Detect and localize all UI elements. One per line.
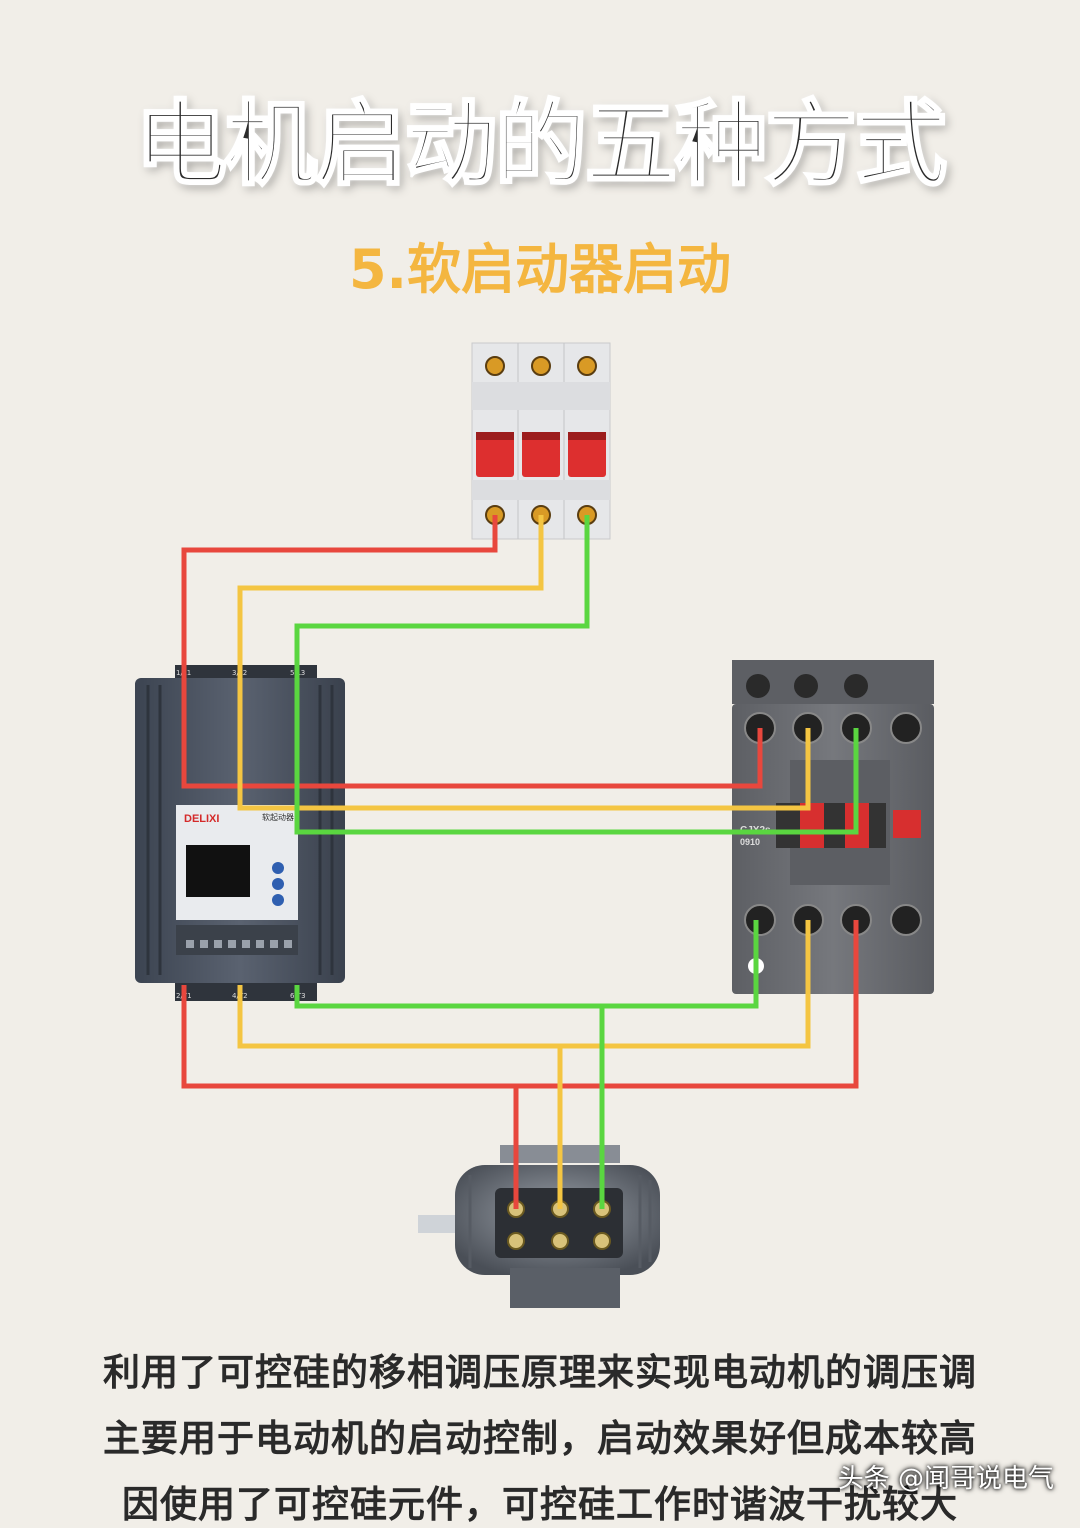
contactor-code: 0910	[740, 837, 760, 847]
page-title: 电机启动的五种方式	[133, 90, 948, 200]
wire-t1-to-contactor-out	[181, 920, 859, 1089]
wire-l2-bypass-to-contactor	[237, 680, 811, 811]
soft-starter: DELIXI 软起动器 1/L1 3/L2 5/L3 2/T1 4/T2 6/T…	[135, 665, 345, 1001]
wire-l1-breaker-to-softstarter	[181, 515, 498, 680]
wire-l1-bypass-to-contactor	[181, 680, 763, 789]
contactor: CJX2s 0910	[732, 660, 934, 994]
page-subtitle: 5.软启动器启动	[348, 238, 732, 301]
wire-l2-breaker-to-softstarter	[237, 515, 544, 680]
description-line-2: 主要用于电动机的启动控制，启动效果好但成本较高	[103, 1417, 977, 1460]
circuit-breaker	[471, 342, 611, 540]
wire-t3-to-contactor-out	[294, 920, 759, 1009]
watermark: 头条 @闻哥说电气	[837, 1464, 1054, 1494]
motor	[418, 1145, 660, 1308]
softstarter-brand: DELIXI	[184, 813, 219, 825]
softstarter-label: 软起动器	[262, 812, 294, 822]
wire-l3-bypass-to-contactor	[294, 680, 859, 835]
wire-l3-breaker-to-softstarter	[294, 515, 590, 680]
description-line-1: 利用了可控硅的移相调压原理来实现电动机的调压调	[103, 1351, 977, 1394]
wire-t2-to-contactor-out	[237, 920, 811, 1049]
